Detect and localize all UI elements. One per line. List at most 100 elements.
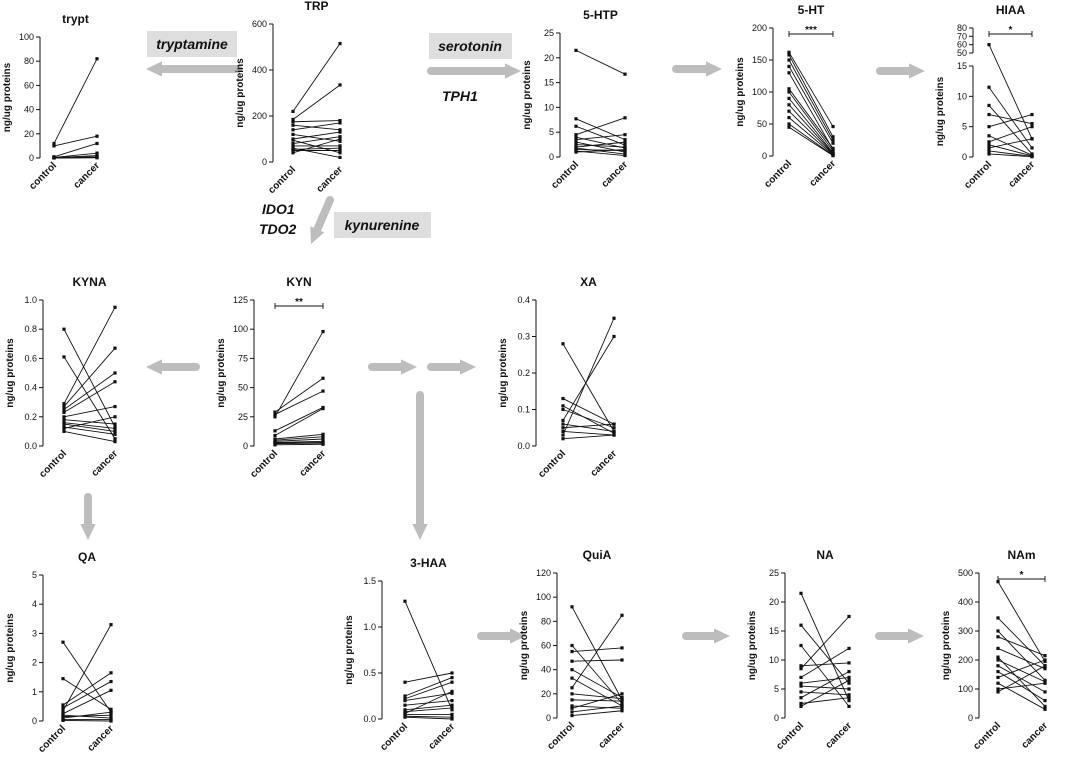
y-tick-label-qa: 1 — [32, 687, 37, 697]
y-tick-label-5htp: 10 — [544, 102, 554, 112]
point-control-trypt — [52, 156, 56, 160]
y-label-3haa: ng/ug proteins — [344, 615, 355, 685]
point-control-quia — [570, 686, 574, 690]
pair-line-hiaa — [988, 86, 1033, 149]
point-cancer-trp — [338, 83, 342, 87]
point-cancer-trp — [338, 146, 342, 150]
point-cancer-trp — [338, 41, 342, 46]
pair-line-hiaa — [988, 114, 1033, 128]
point-control-3haa — [403, 680, 407, 684]
point-control-5ht — [787, 53, 791, 57]
pair-line-kyna — [63, 347, 116, 407]
pair-line-xa — [562, 318, 615, 436]
y-tick-label-3haa: 1.0 — [363, 622, 376, 632]
point-control-kyna — [62, 355, 66, 359]
x-category-xa: cancer — [589, 448, 620, 479]
point-cancer-kyna — [113, 415, 117, 419]
pair-line-hiaa — [988, 126, 1033, 143]
point-cancer-trypt — [95, 156, 99, 160]
pair-line-quia — [571, 645, 623, 704]
point-cancer-3haa — [450, 717, 454, 721]
chart-title-nam: NAm — [1007, 548, 1035, 562]
point-cancer-kyna — [113, 437, 117, 441]
tph1-label: TPH1 — [442, 88, 478, 104]
pair-line-qa — [62, 719, 112, 722]
pair-line-trp — [292, 133, 341, 142]
pair-line-kyn — [274, 443, 324, 446]
pair-line-hiaa — [988, 150, 1033, 157]
point-control-kyna — [62, 327, 66, 331]
point-control-na — [799, 667, 803, 671]
chart-title-kyn: KYN — [286, 275, 311, 289]
point-control-quia — [570, 692, 574, 696]
point-cancer-kyna — [113, 440, 117, 444]
point-cancer-3haa — [450, 691, 454, 695]
arrow-to-hiaa-head — [909, 63, 925, 79]
point-control-hiaa — [987, 134, 991, 138]
point-control-hiaa — [987, 103, 991, 108]
point-control-kyn — [273, 410, 277, 414]
serotonin-label: serotonin — [438, 38, 502, 54]
tdo2-label: TDO2 — [259, 221, 297, 237]
pair-line-nam — [997, 665, 1046, 693]
pair-line-na — [800, 624, 850, 684]
x-category-trypt: cancer — [72, 160, 103, 191]
y-tick-label-qa: 2 — [32, 658, 37, 668]
point-cancer-kyna — [113, 432, 117, 436]
point-cancer-quia — [620, 706, 624, 710]
y-tick-label-hiaa: 10 — [957, 91, 967, 101]
y-tick-label-na: 20 — [769, 597, 779, 607]
point-cancer-kyn — [321, 432, 325, 436]
arrow-to-na-head — [714, 628, 730, 644]
pair-line-trypt — [53, 152, 98, 158]
pair-line-nam — [997, 617, 1046, 667]
point-cancer-kyn — [321, 329, 325, 334]
y-tick-label-quia: 80 — [541, 616, 551, 626]
y-tick-label-quia: 60 — [541, 641, 551, 651]
y-label-trp: ng/ug proteins — [235, 58, 246, 128]
point-control-3haa — [403, 715, 407, 719]
y-tick-label-kyna: 0.0 — [24, 441, 37, 451]
y-tick-label-5ht: 150 — [752, 55, 767, 65]
point-cancer-quia — [620, 697, 624, 701]
pair-line-trp — [292, 136, 341, 145]
pair-line-trypt — [53, 135, 98, 147]
y-tick-label-quia: 20 — [541, 689, 551, 699]
pair-line-kyn — [274, 440, 324, 443]
point-cancer-kyna — [113, 426, 117, 431]
pair-line-qa — [62, 672, 112, 706]
pair-line-trp — [292, 84, 341, 120]
y-tick-label-upper-hiaa: 50 — [957, 48, 967, 58]
pair-line-5ht — [788, 110, 834, 155]
y-tick-label-kyn: 125 — [233, 295, 248, 305]
point-control-kyna — [62, 422, 66, 426]
x-category-hiaa: cancer — [1007, 159, 1038, 190]
pair-line-trp — [292, 131, 341, 140]
point-cancer-kyna — [113, 305, 117, 309]
pair-line-5ht — [788, 88, 834, 149]
y-tick-label-trypt: 100 — [19, 32, 34, 42]
point-cancer-na — [847, 696, 851, 700]
chart-title-qa: QA — [78, 550, 96, 564]
point-cancer-qa — [109, 688, 113, 692]
point-control-trp — [291, 128, 295, 132]
y-tick-label-trp: 400 — [252, 65, 267, 75]
point-cancer-5ht — [831, 154, 835, 158]
point-cancer-kyna — [113, 422, 117, 426]
y-label-xa: ng/ug proteins — [498, 338, 509, 408]
point-control-5ht — [787, 64, 791, 68]
point-control-xa — [561, 437, 565, 441]
point-cancer-kyn — [321, 407, 325, 411]
x-category-5htp: control — [549, 159, 581, 191]
pair-line-nam — [997, 659, 1046, 683]
y-tick-label-nam: 400 — [958, 597, 973, 607]
point-cancer-hiaa — [1030, 146, 1034, 150]
pair-line-qa — [62, 689, 112, 715]
pair-line-5ht — [788, 54, 834, 138]
point-cancer-5ht — [831, 141, 835, 145]
pair-line-qa — [62, 714, 112, 719]
point-control-hiaa — [987, 43, 991, 47]
point-control-na — [799, 623, 803, 627]
